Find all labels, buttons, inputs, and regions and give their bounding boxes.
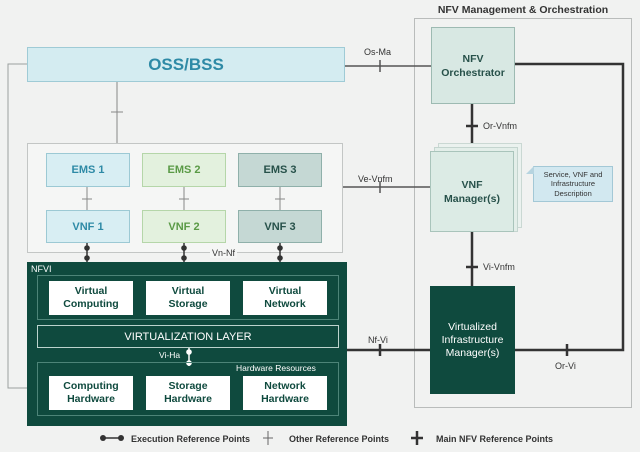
legend-execution-icon bbox=[100, 435, 124, 441]
legend-other-label: Other Reference Points bbox=[289, 434, 390, 444]
mano-frame bbox=[414, 18, 632, 408]
label-or-vnfm: Or-Vnfm bbox=[483, 121, 518, 131]
virtual-storage-box: Virtual Storage bbox=[146, 281, 230, 315]
oss-bss-box: OSS/BSS bbox=[27, 47, 345, 82]
service-description-note: Service, VNF and Infrastructure Descript… bbox=[533, 166, 613, 202]
label-os-ma: Os-Ma bbox=[364, 47, 391, 57]
virtual-computing-box: Virtual Computing bbox=[49, 281, 133, 315]
label-or-vi: Or-Vi bbox=[555, 361, 576, 371]
virtual-resources-frame bbox=[37, 275, 339, 320]
vi-ha-connector bbox=[186, 348, 192, 366]
legend-other-icon bbox=[263, 431, 273, 445]
vnf-1-box: VNF 1 bbox=[46, 210, 130, 243]
hardware-resources-frame bbox=[37, 362, 339, 416]
note-fold bbox=[526, 166, 534, 174]
vnf-3-box: VNF 3 bbox=[238, 210, 322, 243]
vnf-2-box: VNF 2 bbox=[142, 210, 226, 243]
ems-1-box: EMS 1 bbox=[46, 153, 130, 187]
virtualization-layer-box: VIRTUALIZATION LAYER bbox=[37, 325, 339, 348]
label-ve-vnfm: Ve-Vnfm bbox=[358, 174, 393, 184]
nfv-orchestrator-box: NFV Orchestrator bbox=[431, 27, 515, 104]
computing-hardware-box: Computing Hardware bbox=[49, 376, 133, 410]
hardware-resources-label: Hardware Resources bbox=[236, 363, 316, 373]
mano-title: NFV Management & Orchestration bbox=[437, 4, 609, 16]
legend-main-label: Main NFV Reference Points bbox=[436, 434, 554, 444]
vnf-manager-box: VNF Manager(s) bbox=[430, 151, 514, 232]
legend-main-icon bbox=[411, 431, 423, 445]
ems-3-box: EMS 3 bbox=[238, 153, 322, 187]
label-nf-vi: Nf-Vi bbox=[368, 335, 388, 345]
label-vi-ha: Vi-Ha bbox=[159, 350, 181, 360]
nfvi-label: NFVI bbox=[31, 264, 52, 274]
virtual-network-box: Virtual Network bbox=[243, 281, 327, 315]
label-vn-nf: Vn-Nf bbox=[210, 248, 238, 258]
legend-execution-label: Execution Reference Points bbox=[131, 434, 251, 444]
ems-2-box: EMS 2 bbox=[142, 153, 226, 187]
storage-hardware-box: Storage Hardware bbox=[146, 376, 230, 410]
network-hardware-box: Network Hardware bbox=[243, 376, 327, 410]
label-vi-vnfm: Vi-Vnfm bbox=[483, 262, 515, 272]
vim-box: Virtualized Infrastructure Manager(s) bbox=[430, 286, 515, 394]
